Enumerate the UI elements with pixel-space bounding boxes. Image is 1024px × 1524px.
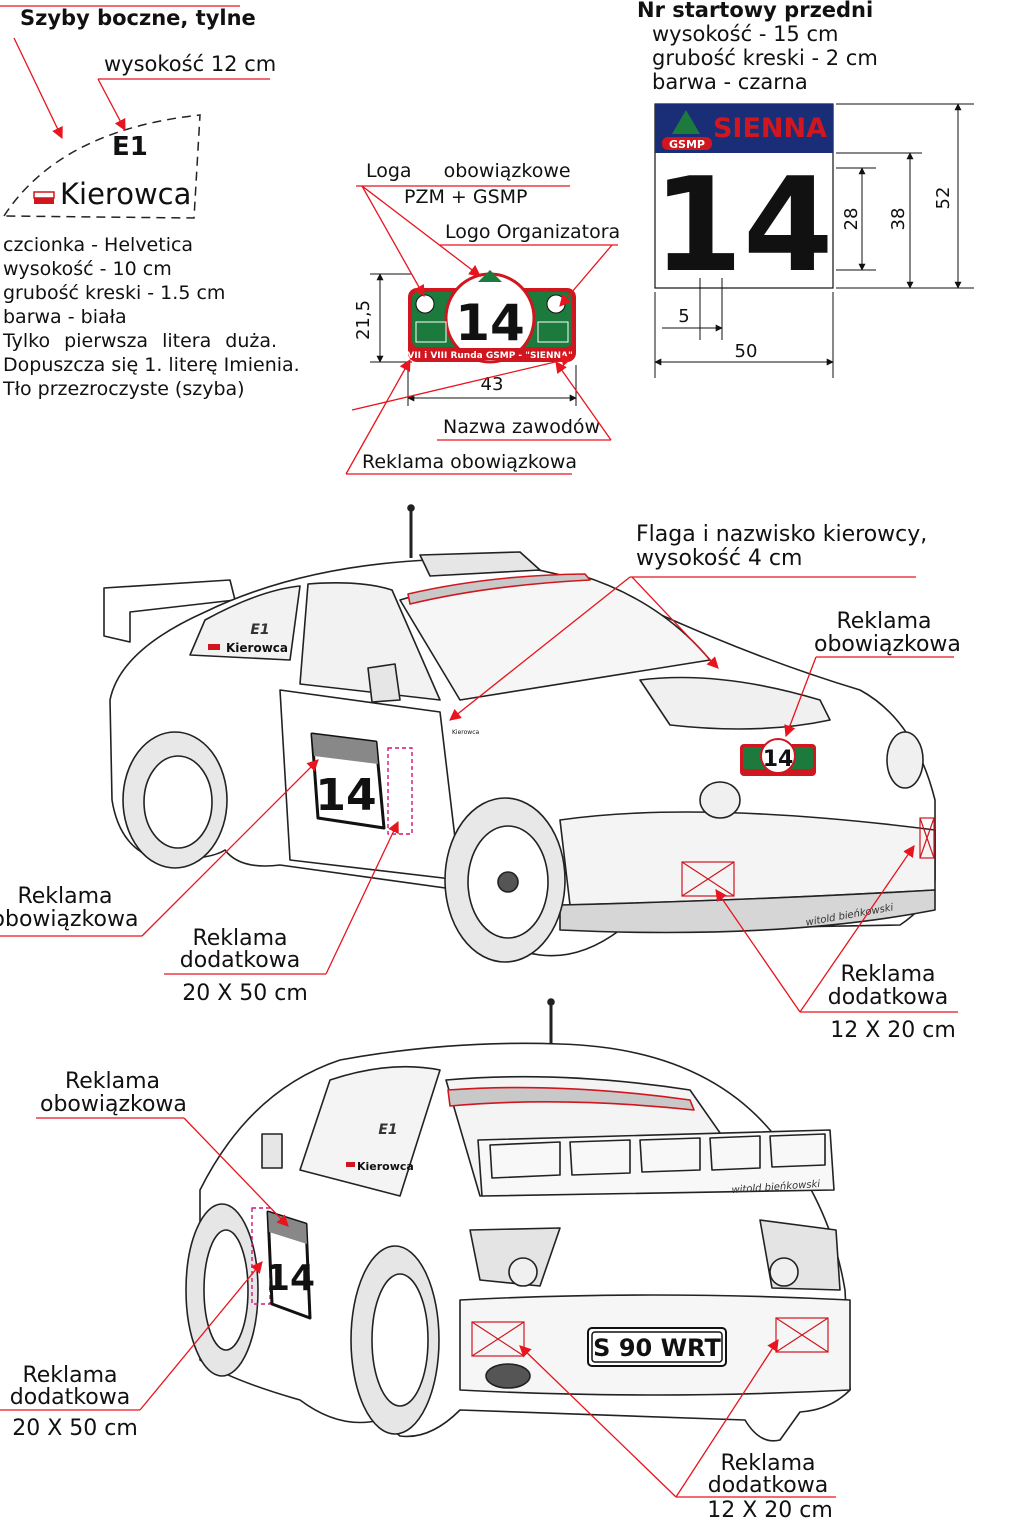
dim-28: 28 — [841, 208, 862, 231]
rear-bumper-ad-label-2: dodatkowa — [707, 1473, 829, 1498]
flag-label-2: wysokość 4 cm — [636, 546, 803, 571]
rear-bumper-ad-label: Reklama — [720, 1451, 816, 1476]
spec-line: Tło przezroczyste (szyba) — [3, 378, 245, 400]
dim-52: 52 — [933, 187, 954, 210]
rear-extra-ad-size: 20 X 50 cm — [12, 1416, 138, 1441]
front-car — [103, 504, 936, 963]
side-windows-title: Szyby boczne, tylne — [20, 6, 256, 30]
window-arrows — [0, 5, 270, 140]
spec-line: barwa - biała — [3, 306, 127, 328]
plate-banner: VII i VIII Runda GSMP - "SIENNA" — [407, 351, 572, 361]
front-car-door-number: 14 — [315, 770, 376, 821]
dim-38: 38 — [888, 208, 909, 231]
rear-car-flag-icon — [346, 1162, 355, 1167]
window-height-label: wysokość 12 cm — [104, 52, 277, 76]
extra-ad-size: 20 X 50 cm — [182, 981, 308, 1006]
door-ad-label: Reklama — [17, 884, 113, 909]
plate-mandatory-ad-label: Reklama obowiązkowa — [362, 451, 578, 473]
bumper-ad-label: Reklama — [840, 962, 936, 987]
spec-line: Tylko pierwsza litera duża. — [3, 330, 278, 352]
organizer-label: Logo Organizatora — [445, 221, 621, 243]
front-car-arrows — [0, 576, 958, 1013]
window-code-text: E1 — [112, 132, 148, 162]
spec-line: czcionka - Helvetica — [3, 234, 194, 256]
door-ad-label-2: obowiązkowa — [0, 907, 139, 932]
plate-arrows — [345, 185, 618, 475]
rear-car-window-name: Kierowca — [357, 1160, 414, 1173]
plate-number: 14 — [455, 294, 525, 352]
rear-car-door-number: 14 — [265, 1258, 315, 1299]
front-car-hood-plate: 14 — [740, 738, 816, 776]
rear-extra-ad-label: Reklama — [22, 1363, 118, 1388]
dim-5: 5 — [678, 306, 689, 327]
dim-50: 50 — [735, 341, 758, 362]
logos-label-2: PZM + GSMP — [404, 186, 528, 208]
front-car-window-name: Kierowca — [226, 641, 288, 655]
front-number-panel: SIENNA GSMP 14 — [653, 103, 834, 301]
panel-brand: SIENNA — [713, 113, 827, 144]
organizer-logo-icon — [478, 270, 502, 282]
extra-ad-label: Reklama — [192, 926, 288, 951]
flag-label: Flaga i nazwisko kierowcy, — [636, 522, 928, 547]
rally-plate: 14 VII i VIII Runda GSMP - "SIENNA" — [407, 270, 576, 364]
window-outline — [2, 114, 201, 219]
plate-width-dim: 43 — [481, 374, 504, 395]
front-number-spec: wysokość - 15 cm — [652, 22, 839, 46]
logos-label: Loga obowiązkowe — [366, 160, 571, 182]
hood-ad-label-2: obowiązkowa — [814, 632, 961, 657]
rear-car-window-code: E1 — [378, 1122, 397, 1138]
license-plate-text: S 90 WRT — [593, 1334, 721, 1362]
hood-ad-label: Reklama — [836, 609, 932, 634]
spec-line: grubość kreski - 1.5 cm — [3, 282, 226, 304]
rear-door-ad-label-2: obowiązkowa — [40, 1092, 187, 1117]
rear-door-ad-label: Reklama — [64, 1069, 161, 1094]
bumper-ad-size: 12 X 20 cm — [830, 1018, 956, 1043]
front-number-spec: grubość kreski - 2 cm — [652, 46, 878, 70]
spec-line: wysokość - 10 cm — [3, 258, 172, 280]
rear-car-arrows — [0, 1117, 836, 1498]
ad-slot-right — [537, 321, 569, 343]
ad-slot-left — [415, 321, 447, 343]
front-car-flag-icon — [208, 644, 220, 650]
rear-bumper-ad-boxes — [471, 1317, 829, 1357]
extra-ad-label-2: dodatkowa — [179, 948, 301, 973]
plate-height-dim: 21,5 — [353, 300, 374, 340]
window-sticker — [2, 114, 201, 219]
panel-number: 14 — [653, 149, 834, 301]
tree-logo-icon — [672, 110, 700, 134]
rear-bumper-ad-size: 12 X 20 cm — [707, 1498, 833, 1523]
front-number-title: Nr startowy przedni — [637, 0, 874, 22]
rear-license-plate: S 90 WRT — [587, 1327, 727, 1367]
front-number-dimensions — [654, 103, 974, 378]
rear-car — [185, 998, 851, 1442]
front-car-fender-name: Kierowca — [452, 729, 480, 736]
rear-extra-ad-label-2: dodatkowa — [9, 1385, 131, 1410]
bumper-ad-label-2: dodatkowa — [827, 985, 949, 1010]
pzm-logo-icon — [415, 294, 435, 314]
flag-icon — [33, 191, 55, 199]
panel-brand-sub: GSMP — [669, 138, 705, 151]
hood-plate-number: 14 — [763, 747, 794, 772]
window-name-text: Kierowca — [60, 177, 192, 211]
spec-line: Dopuszcza się 1. literę Imienia. — [3, 354, 300, 376]
flag-icon-red — [34, 198, 54, 204]
front-number-spec: barwa - czarna — [652, 70, 808, 94]
event-name-label: Nazwa zawodów — [443, 416, 601, 438]
front-car-window-code: E1 — [250, 622, 269, 638]
